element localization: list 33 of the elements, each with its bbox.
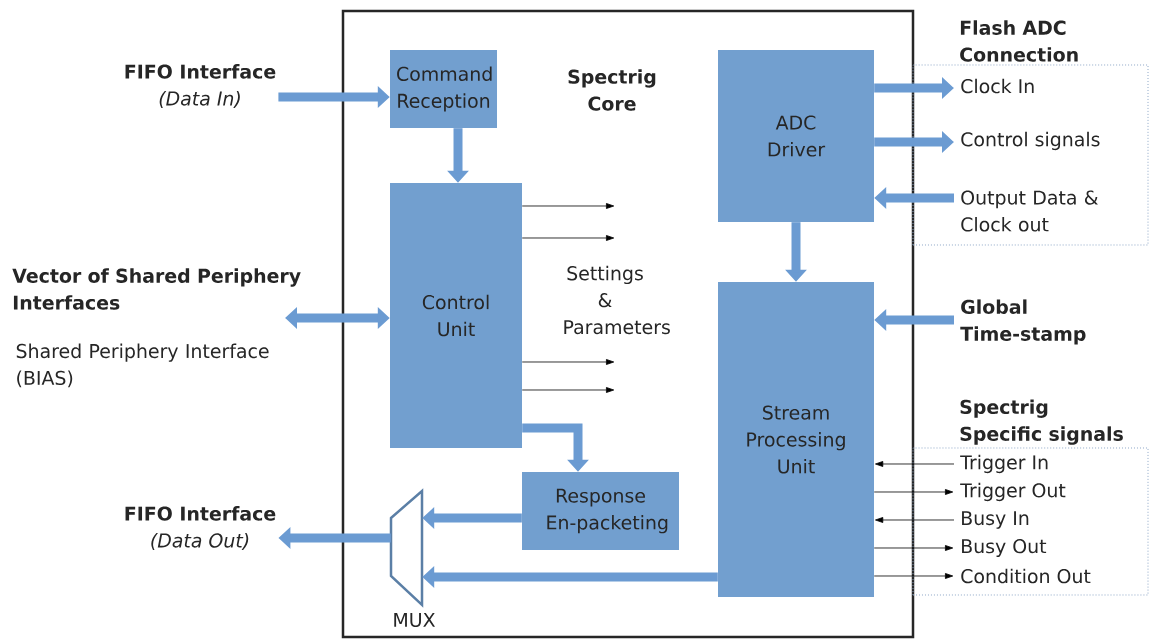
settings-label: Settings & Parameters: [564, 265, 670, 335]
interface-label: FIFO Interface (Data Out): [125, 506, 276, 550]
signal-label: Busy Out: [962, 539, 1047, 557]
process-box: Stream Processing Unit: [718, 282, 874, 597]
arrow: [521, 235, 615, 241]
arrow: [873, 489, 954, 495]
group-heading: Spectrig Specific signals: [960, 399, 1123, 445]
interface-note: Shared Periphery Interface (BIAS): [16, 343, 269, 388]
signal-label: Control signals: [961, 131, 1100, 151]
arrow: [873, 573, 954, 579]
signal-label: Trigger Out: [960, 482, 1066, 502]
arrow: [873, 545, 954, 551]
signal-label: Busy In: [962, 511, 1029, 529]
signal-label: Condition Out: [961, 568, 1091, 584]
process-box: ADC Driver: [718, 50, 874, 222]
interface-label: FIFO Interface (Data In): [125, 64, 276, 108]
group-heading: Flash ADC Connection: [960, 20, 1078, 62]
arrow: [521, 359, 615, 365]
mux-label: MUX: [394, 612, 435, 627]
block-arrow: [285, 307, 390, 329]
input-label: Global Time-stamp: [960, 299, 1086, 345]
core-title: Spectrig Core: [568, 69, 656, 111]
signal-label: Clock In: [961, 78, 1034, 94]
process-box: Response En-packeting: [522, 472, 679, 550]
signal-label: Output Data & Clock out: [961, 190, 1098, 232]
process-box: Control Unit: [390, 183, 522, 448]
arrow: [521, 387, 615, 393]
signal-label: Trigger In: [960, 454, 1048, 474]
arrow: [875, 461, 955, 467]
arrow: [875, 517, 955, 523]
process-box: Command Reception: [390, 50, 497, 128]
interface-label: Vector of Shared Periphery Interfaces: [12, 268, 301, 310]
arrow: [521, 203, 615, 209]
